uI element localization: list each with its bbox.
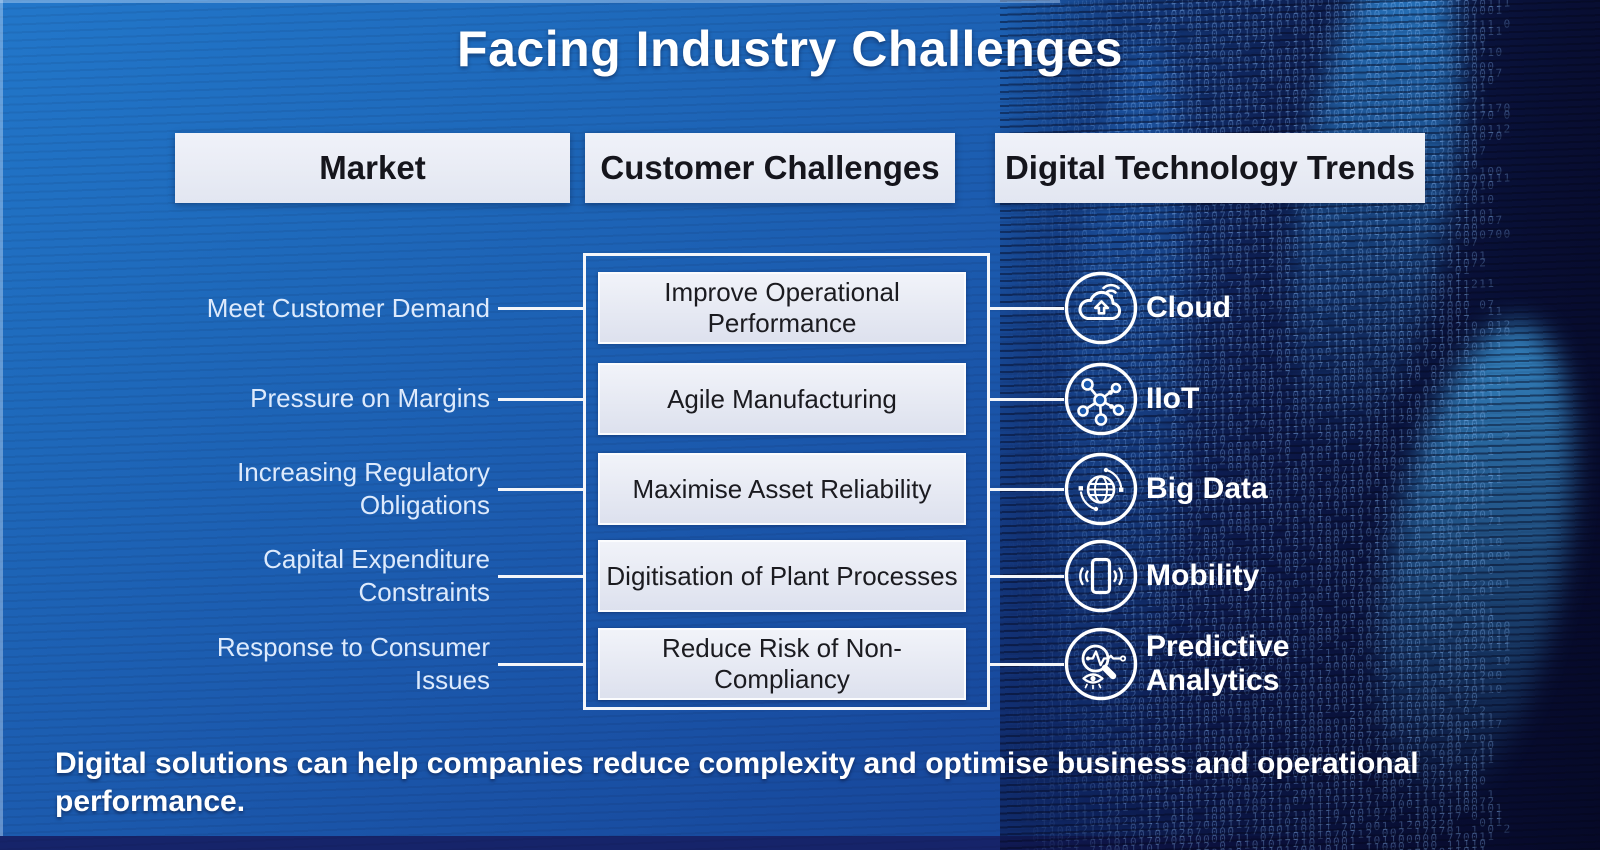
- cloud-icon: [1063, 270, 1139, 346]
- connector-line: [987, 575, 1064, 578]
- slide-edge-highlight: [0, 0, 1060, 3]
- challenge-label: Agile Manufacturing: [667, 383, 897, 414]
- predictive-analytics-icon: [1063, 626, 1139, 702]
- digital-technology-trends-column-header: Digital Technology Trends: [995, 133, 1425, 203]
- trend-label: Cloud: [1146, 291, 1231, 324]
- market-item: Response to Consumer Issues: [216, 632, 490, 695]
- footer-statement: Digital solutions can help companies red…: [55, 747, 1419, 818]
- challenge-box: Improve Operational Performance: [598, 272, 966, 344]
- trend-label: Mobility: [1146, 559, 1260, 592]
- connector-line: [987, 398, 1064, 401]
- customer-challenges-column-header: Customer Challenges: [585, 133, 955, 203]
- trend-label: Predictive Analytics: [1146, 630, 1290, 697]
- challenge-label: Maximise Asset Reliability: [632, 473, 932, 504]
- trend-label: IIoT: [1146, 382, 1200, 415]
- connector-line: [498, 307, 583, 310]
- market-item: Pressure on Margins: [250, 383, 490, 413]
- connector-line: [987, 307, 1064, 310]
- challenge-box: Agile Manufacturing: [598, 363, 966, 435]
- page-title: Facing Industry Challenges: [457, 21, 1123, 77]
- big-data-globe-icon: [1063, 451, 1139, 527]
- challenge-box: Maximise Asset Reliability: [598, 453, 966, 525]
- connector-line: [498, 488, 583, 491]
- market-item: Increasing Regulatory Obligations: [237, 457, 490, 520]
- market-column-header: Market: [175, 133, 570, 203]
- connector-line: [498, 398, 583, 401]
- challenge-label: Digitisation of Plant Processes: [606, 560, 958, 591]
- connector-line: [498, 575, 583, 578]
- challenge-label: Reduce Risk of Non-Compliancy: [662, 633, 902, 694]
- connector-line: [498, 663, 583, 666]
- customer-challenges-frame: [583, 253, 990, 710]
- challenge-box: Digitisation of Plant Processes: [598, 540, 966, 612]
- connector-line: [987, 663, 1064, 666]
- slide-edge-highlight: [0, 0, 3, 836]
- market-item: Capital Expenditure Constraints: [263, 544, 490, 607]
- mobility-phone-icon: [1063, 538, 1139, 614]
- connector-line: [987, 488, 1064, 491]
- challenge-label: Improve Operational Performance: [664, 277, 900, 338]
- iiot-network-icon: [1063, 361, 1139, 437]
- challenge-box: Reduce Risk of Non-Compliancy: [598, 628, 966, 700]
- trend-label: Big Data: [1146, 472, 1268, 505]
- market-item: Meet Customer Demand: [206, 293, 490, 323]
